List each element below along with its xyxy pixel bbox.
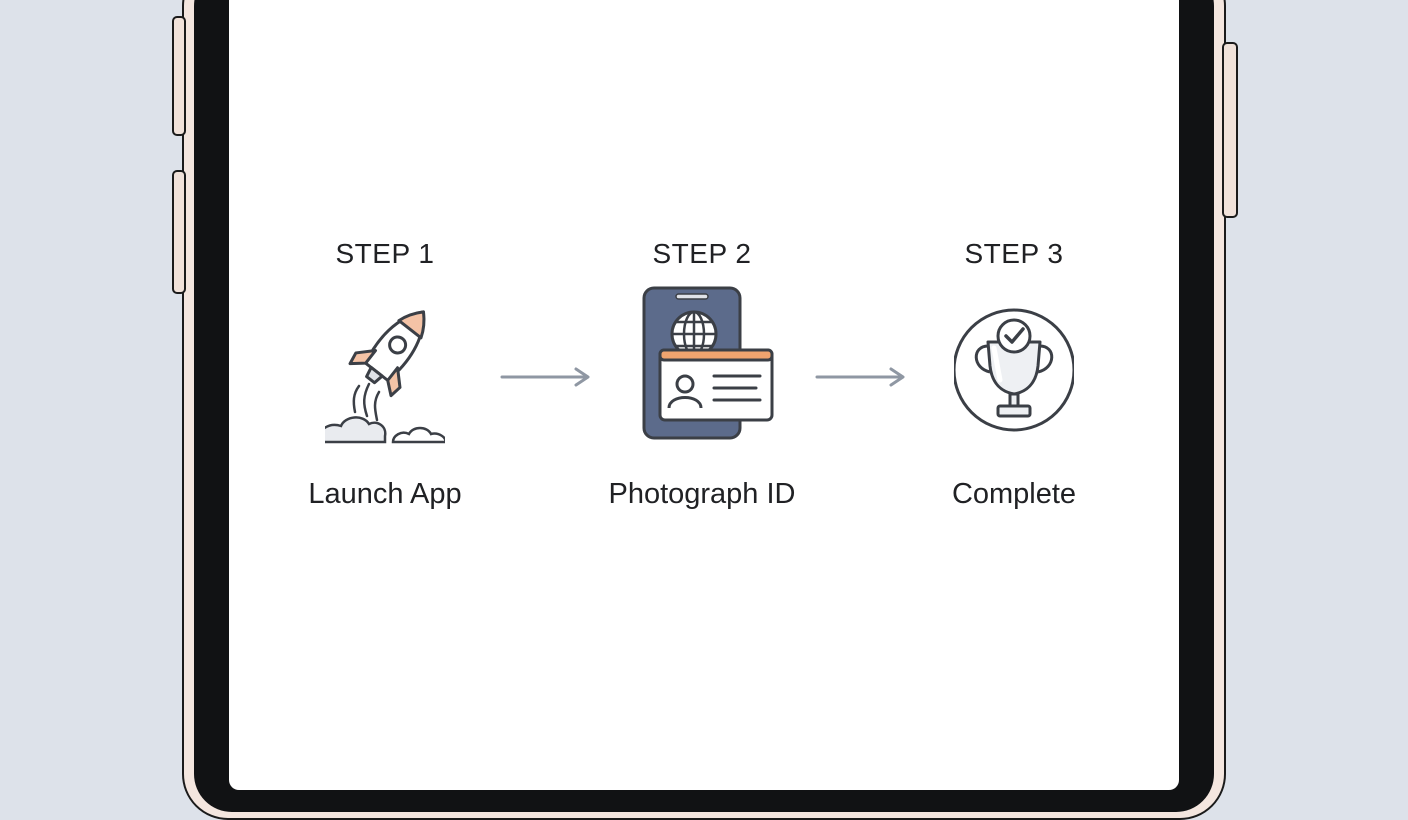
id-card-icon [640, 284, 774, 444]
step-1: STEP 1 Launch App [265, 0, 505, 768]
step-2: STEP 2 Photograph ID [582, 0, 822, 768]
volume-up-button [172, 16, 186, 136]
power-button [1222, 42, 1238, 218]
arrow-right-icon [815, 367, 905, 387]
step-3: STEP 3 Complete [894, 0, 1134, 768]
trophy-check-icon [952, 284, 1076, 444]
step-2-label: STEP 2 [652, 238, 752, 269]
step-1-label: STEP 1 [335, 238, 435, 269]
volume-down-button [172, 170, 186, 294]
step-1-title: Launch App [308, 478, 462, 510]
rocket-icon [315, 284, 447, 444]
step-3-title: Complete [951, 478, 1077, 510]
arrow-right-icon [500, 367, 590, 387]
step-3-label: STEP 3 [964, 238, 1064, 269]
step-2-title: Photograph ID [608, 478, 796, 510]
